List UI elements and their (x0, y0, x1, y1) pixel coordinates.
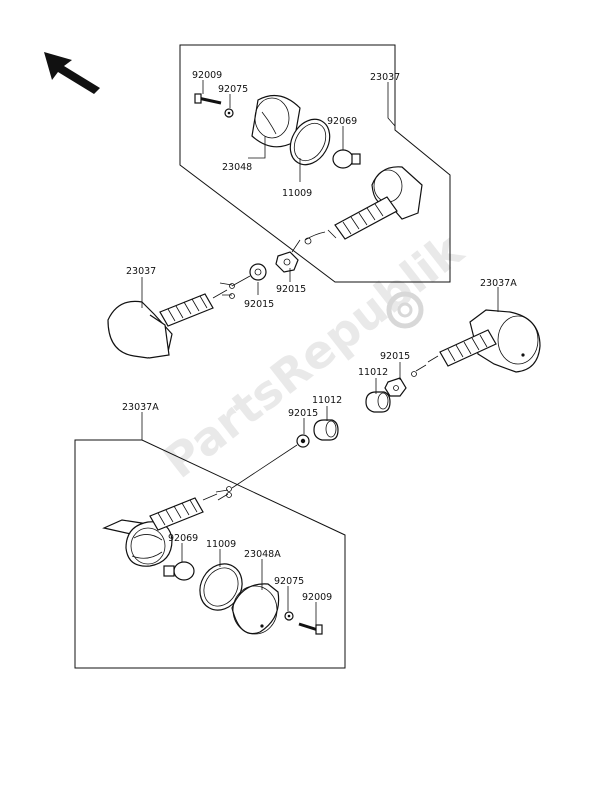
gasket-11009-top (289, 118, 331, 166)
label-92015-mid-b: 92015 (276, 284, 306, 295)
grommet-92015-right (275, 251, 299, 273)
grommet-92015-left (249, 263, 267, 281)
label-23037-top: 23037 (370, 72, 400, 83)
washer-92075-bottom (284, 611, 294, 621)
label-92009-bottom: 92009 (302, 592, 332, 603)
label-11009-bottom: 11009 (206, 539, 236, 550)
label-92075-top: 92075 (218, 84, 248, 95)
label-92015-mid-a: 92015 (244, 299, 274, 310)
top-assembly-frame (179, 44, 451, 283)
direction-arrow-icon (44, 52, 100, 94)
grommet-92015-right-side (384, 377, 407, 397)
bulb-92069-bottom (163, 561, 195, 581)
label-11012-right: 11012 (358, 367, 388, 378)
label-23048-top: 23048 (222, 162, 252, 173)
gasket-11009-bottom (199, 563, 243, 611)
leader-lines (141, 80, 499, 626)
label-92015-center: 92015 (288, 408, 318, 419)
label-23037A-right: 23037A (480, 278, 517, 289)
label-11012-center: 11012 (312, 395, 342, 406)
label-92075-bottom: 92075 (274, 576, 304, 587)
bulb-92069-top (332, 149, 361, 169)
watermark: PartsRepublik (154, 222, 474, 489)
spacer-11012-center (313, 419, 339, 441)
label-92069-bottom: 92069 (168, 533, 198, 544)
lens-23048A-bottom (231, 583, 280, 635)
screw-92009-top (194, 93, 222, 105)
screw-92009-bottom (298, 622, 323, 635)
grommet-92015-center (296, 434, 310, 448)
label-23048A-bottom: 23048A (244, 549, 281, 560)
part-labels: 92009 92075 23037 92069 23048 11009 2303… (122, 70, 517, 603)
label-11009-top: 11009 (282, 188, 312, 199)
watermark-gear-icon (386, 291, 424, 329)
label-92069-top: 92069 (327, 116, 357, 127)
turn-signal-housing-bottom (102, 486, 232, 567)
watermark-text: PartsRepublik (154, 222, 474, 489)
bottom-assembly-frame (74, 439, 346, 669)
washer-92075-top (224, 108, 234, 118)
label-23037A-bottom: 23037A (122, 402, 159, 413)
label-92009-top: 92009 (192, 70, 222, 81)
turn-signal-housing-top (304, 166, 423, 245)
turn-signal-housing-right (411, 309, 541, 377)
spacer-11012-right (365, 391, 391, 413)
label-23037-mid: 23037 (126, 266, 156, 277)
turn-signal-housing-mid-left (107, 282, 235, 359)
label-92015-right: 92015 (380, 351, 410, 362)
